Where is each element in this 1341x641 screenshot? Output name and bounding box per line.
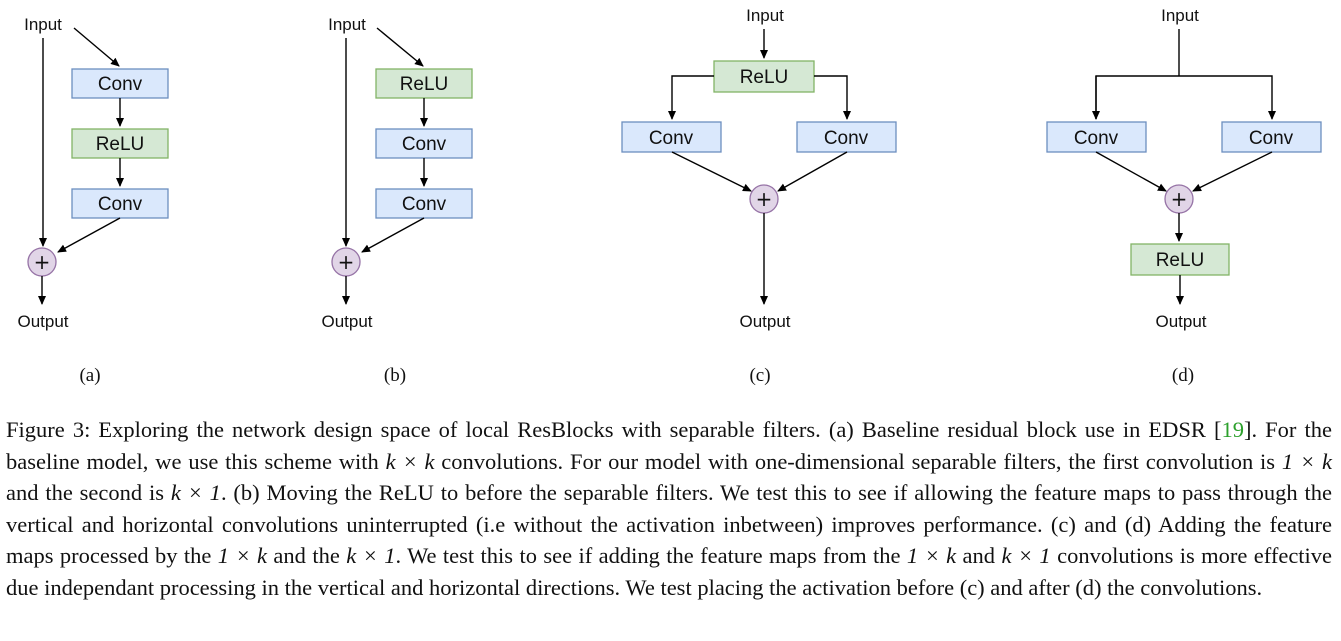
- conv-box: [375, 188, 473, 219]
- resblock-diagrams: Input Conv ReLU Conv + Output (a) Input …: [17, 6, 1322, 386]
- diagram-d: Input Conv Conv + ReLU Output (d): [1046, 6, 1322, 386]
- math-expression: 1 × k: [906, 543, 957, 568]
- caption-text: and the second is: [6, 480, 171, 505]
- caption-text: and: [956, 543, 1002, 568]
- conv-label: Conv: [1249, 128, 1294, 149]
- relu-label: ReLU: [1156, 250, 1205, 271]
- math-expression: 1 × k: [217, 543, 268, 568]
- relu-box: [71, 128, 169, 159]
- plus-sign: +: [756, 187, 773, 211]
- subfigure-label-a: (a): [79, 365, 100, 386]
- conv-box-left: [621, 121, 722, 153]
- output-label: Output: [17, 312, 68, 331]
- caption-text: and the: [267, 543, 347, 568]
- input-label: Input: [746, 6, 784, 25]
- math-expression: 1 × k: [1281, 448, 1332, 474]
- math-expression: k × 1: [1001, 543, 1051, 568]
- relu-label: ReLU: [96, 134, 145, 155]
- conv-label: Conv: [1074, 128, 1119, 149]
- plus-sign: +: [1171, 187, 1188, 211]
- figure-caption: Figure 3: Exploring the network design s…: [6, 414, 1332, 603]
- citation-link[interactable]: 19: [1221, 417, 1244, 442]
- subfigure-label-b: (b): [384, 365, 406, 386]
- conv-box-right: [796, 121, 897, 153]
- conv-label: Conv: [98, 194, 143, 215]
- caption-text: convolutions. For our model with one-dim…: [434, 448, 1282, 474]
- conv-box: [71, 188, 169, 219]
- subfigure-label-c: (c): [749, 365, 770, 386]
- conv-label: Conv: [402, 194, 447, 215]
- caption-text: convolutions is more effective due indep…: [6, 543, 1333, 600]
- plus-sign: +: [34, 250, 51, 274]
- caption-text: Figure 3: Exploring the network design s…: [6, 417, 1222, 442]
- input-label: Input: [24, 15, 62, 34]
- output-label: Output: [1155, 312, 1206, 331]
- caption-text: ]. For the baseline model, we use this s…: [6, 417, 1332, 474]
- relu-label: ReLU: [400, 74, 449, 95]
- conv-label: Conv: [824, 128, 869, 149]
- conv-label: Conv: [649, 128, 694, 149]
- output-label: Output: [321, 312, 372, 331]
- input-label: Input: [1161, 6, 1199, 25]
- math-expression: k × k: [385, 448, 435, 474]
- relu-box: [375, 68, 473, 99]
- plus-sign: +: [338, 250, 355, 274]
- conv-box-right: [1221, 121, 1322, 153]
- subfigure-label-d: (d): [1172, 365, 1194, 386]
- math-expression: k × 1: [170, 480, 221, 505]
- caption-text: . (b) Moving the ReLU to before the sepa…: [6, 480, 1333, 568]
- relu-label: ReLU: [740, 67, 789, 88]
- diagram-b: Input ReLU Conv Conv + Output (b): [321, 15, 473, 386]
- diagram-a: Input Conv ReLU Conv + Output (a): [17, 15, 169, 386]
- caption-text: . We test this to see if adding the feat…: [395, 543, 907, 568]
- input-label: Input: [328, 15, 366, 34]
- conv-label: Conv: [402, 134, 447, 155]
- diagram-c: Input ReLU Conv Conv + Output (c): [621, 6, 897, 386]
- relu-box: [713, 60, 815, 93]
- conv-label: Conv: [98, 74, 143, 95]
- output-label: Output: [739, 312, 790, 331]
- math-expression: k × 1: [346, 543, 396, 568]
